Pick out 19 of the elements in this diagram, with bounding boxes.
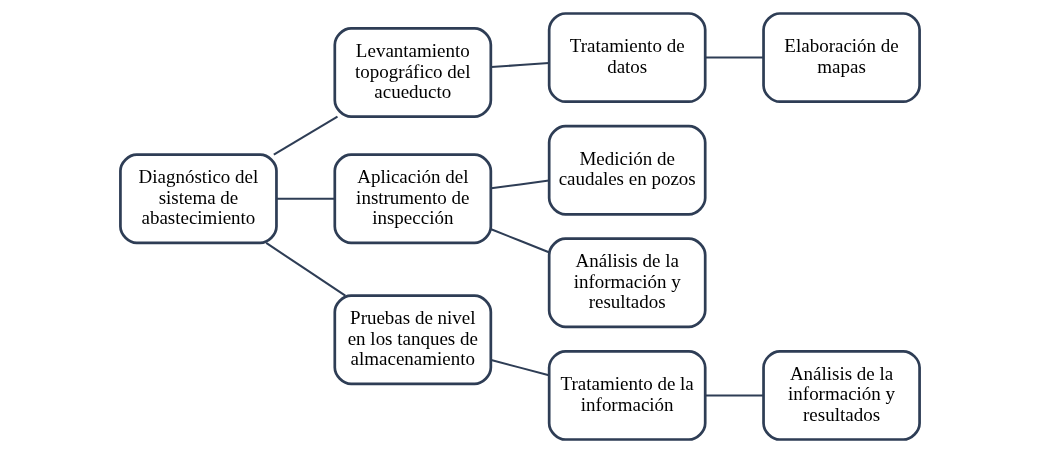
connector xyxy=(490,359,549,377)
connector xyxy=(490,62,549,69)
connector xyxy=(490,179,549,190)
node-box: Levantamiento topográfico del acueducto xyxy=(332,27,492,118)
node-box: Análisis de la información y resultados xyxy=(761,349,921,441)
node-box: Análisis de la información y resultados xyxy=(547,237,707,329)
node-box: Aplicación del instrumento de inspección xyxy=(332,153,492,245)
connector xyxy=(265,242,346,297)
node-box: Diagnóstico del sistema de abastecimiento xyxy=(118,153,278,245)
node-box: Tratamiento de datos xyxy=(547,12,707,104)
connector xyxy=(272,115,338,156)
connector xyxy=(705,56,763,59)
connector xyxy=(490,228,549,254)
node-box: Tratamiento de la información xyxy=(547,349,707,441)
connector xyxy=(705,394,763,397)
connector xyxy=(276,197,334,200)
node-box: Medición de caudales en pozos xyxy=(547,124,707,216)
node-box: Elaboración de mapas xyxy=(761,12,921,104)
node-box: Pruebas de nivel en los tanques de almacenamiento xyxy=(332,294,492,386)
